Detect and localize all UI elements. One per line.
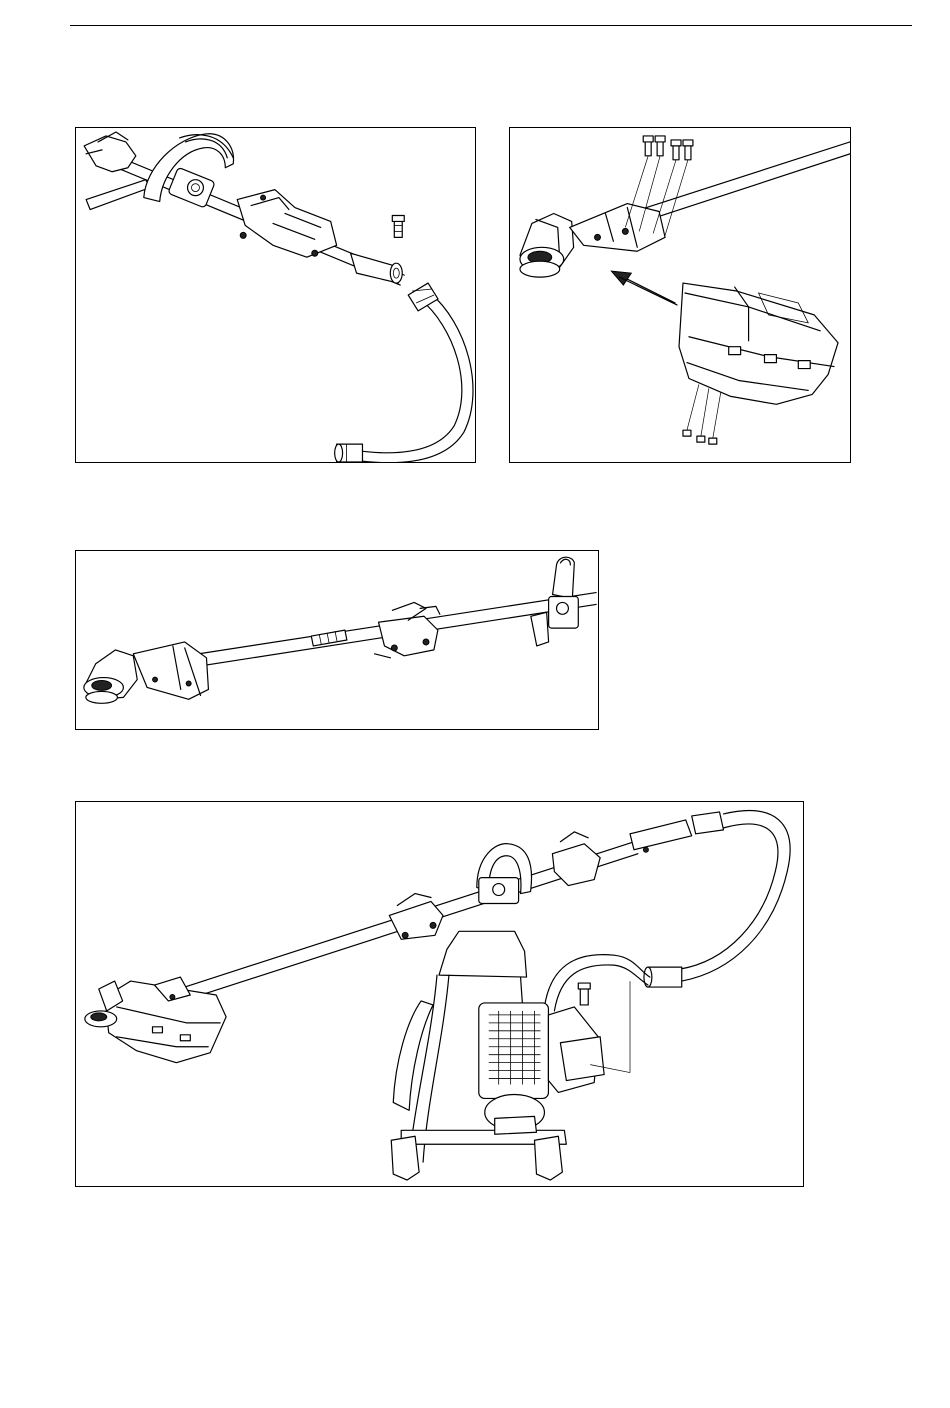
figure-1-upper-shaft-assembly: [75, 127, 476, 463]
trimmer-head-drawing: [510, 128, 850, 462]
assembled-brushcutter-drawing: [76, 802, 803, 1186]
lower-shaft-drawing: [76, 551, 598, 729]
figure-3-lower-shaft-coupling: [75, 550, 599, 730]
figure-2-trimmer-head-guard: [509, 127, 851, 463]
header-rule: [70, 25, 912, 26]
figure-4-assembled-brushcutter: [75, 801, 804, 1187]
upper-shaft-drawing: [76, 128, 475, 462]
